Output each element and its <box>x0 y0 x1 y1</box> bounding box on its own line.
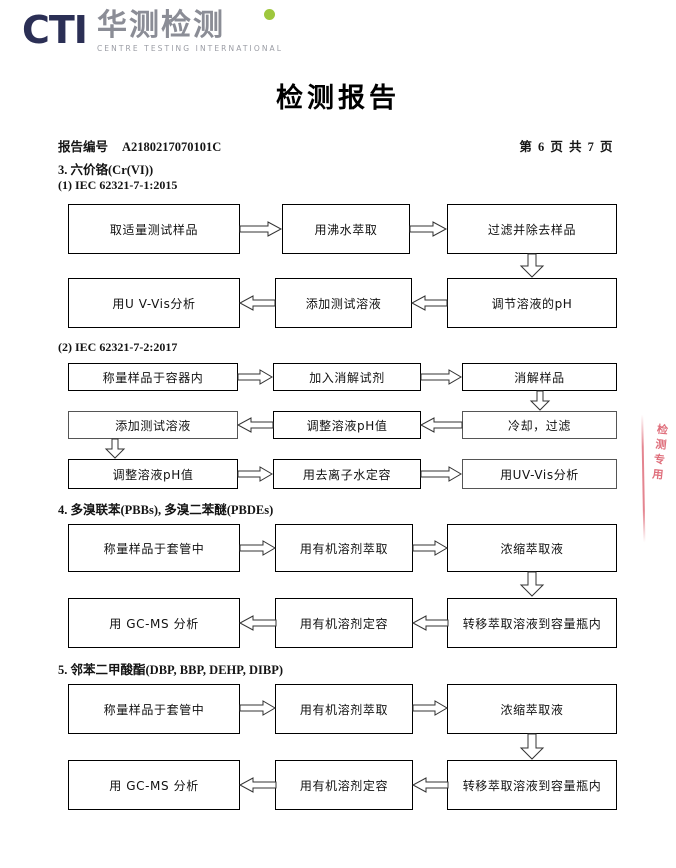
flow-node: 用有机溶剂定容 <box>275 760 413 810</box>
page-indicator: 第 6 页 共 7 页 <box>519 140 614 154</box>
flow-arrow-right <box>239 221 283 237</box>
flow-node: 添加测试溶液 <box>275 278 412 328</box>
flow-node: 调整溶液pH值 <box>273 411 421 439</box>
flow-node: 称量样品于套管中 <box>68 524 240 572</box>
seal-char: 用 <box>651 467 664 482</box>
flow-node: 过滤并除去样品 <box>447 204 617 254</box>
logo-green-dot-icon <box>264 9 276 20</box>
flow-node: 转移萃取溶液到容量瓶内 <box>447 760 617 810</box>
flow-arrow-right <box>239 700 276 716</box>
page-title: 检测报告 <box>276 83 400 114</box>
section-heading-pbb-pbde: 4. 多溴联苯(PBBs), 多溴二苯醚(PBDEs) <box>58 503 274 517</box>
flow-arrow-left <box>411 777 449 793</box>
flow-arrow-left <box>410 295 448 311</box>
flow-arrow-right <box>412 540 448 556</box>
flow-node: 消解样品 <box>462 363 617 391</box>
section-heading-phthalates: 5. 邻苯二甲酸酯(DBP, BBP, DEHP, DIBP) <box>58 663 284 677</box>
flow-arrow-down <box>519 571 545 597</box>
flow-arrow-left <box>238 777 277 793</box>
flow-arrow-right <box>420 369 462 385</box>
flow-arrow-right <box>237 369 273 385</box>
flow-node: 冷却，过滤 <box>462 411 617 439</box>
flow-node: 浓缩萃取液 <box>447 684 617 734</box>
flow-node: 转移萃取溶液到容量瓶内 <box>447 598 617 648</box>
red-seal-stamp: 检 测 专 用 <box>634 414 676 544</box>
flow-arrow-left <box>238 615 277 631</box>
subsection-heading-iec-62321-7-2: (2) IEC 62321-7-2:2017 <box>58 340 178 354</box>
logo-cti-mark: CTI <box>22 8 88 52</box>
flow-arrow-right <box>237 466 273 482</box>
flow-arrow-right <box>409 221 448 237</box>
flow-arrow-left <box>236 417 274 433</box>
flow-node: 添加测试溶液 <box>68 411 238 439</box>
report-number-label: 报告编号 <box>58 140 109 154</box>
company-logo: CTI 华测检测 CENTRE TESTING INTERNATIONAL <box>22 8 283 56</box>
flow-arrow-left <box>238 295 276 311</box>
flow-arrow-right <box>412 700 448 716</box>
report-meta-row: 报告编号 A2180217070101C 第 6 页 共 7 页 <box>58 136 618 155</box>
flow-arrow-down <box>519 733 545 760</box>
flow-node: 用 GC-MS 分析 <box>68 760 240 810</box>
flow-node: 用有机溶剂萃取 <box>275 524 413 572</box>
report-number-value: A2180217070101C <box>122 140 222 154</box>
flow-arrow-down <box>529 390 551 411</box>
flow-arrow-down <box>104 438 126 459</box>
flow-node: 加入消解试剂 <box>273 363 421 391</box>
flow-node: 用 GC-MS 分析 <box>68 598 240 648</box>
flow-node: 调整溶液pH值 <box>68 459 238 489</box>
flow-node: 用沸水萃取 <box>282 204 410 254</box>
flow-node: 用UV-Vis分析 <box>462 459 617 489</box>
flow-node: 调节溶液的pH <box>447 278 617 328</box>
flow-arrow-left <box>419 417 463 433</box>
logo-text-block: 华测检测 CENTRE TESTING INTERNATIONAL <box>97 8 283 54</box>
flow-node: 用去离子水定容 <box>273 459 421 489</box>
flow-arrow-left <box>411 615 449 631</box>
section-heading-cr6: 3. 六价铬(Cr(VI)) <box>58 163 154 177</box>
logo-english-name: CENTRE TESTING INTERNATIONAL <box>96 44 284 53</box>
subsection-heading-iec-62321-7-1: (1) IEC 62321-7-1:2015 <box>58 178 178 192</box>
logo-chinese-name: 华测检测 <box>96 8 225 43</box>
flow-arrow-right <box>239 540 276 556</box>
flow-arrow-down <box>519 253 545 278</box>
flow-node: 称量样品于套管中 <box>68 684 240 734</box>
report-number: 报告编号 A2180217070101C <box>58 136 221 155</box>
flow-node: 取适量测试样品 <box>68 204 240 254</box>
flow-arrow-right <box>420 466 462 482</box>
flow-node: 用有机溶剂萃取 <box>275 684 413 734</box>
flow-node: 浓缩萃取液 <box>447 524 617 572</box>
flow-node: 用U V-Vis分析 <box>68 278 240 328</box>
flow-node: 称量样品于容器内 <box>68 363 238 391</box>
flow-node: 用有机溶剂定容 <box>275 598 413 648</box>
